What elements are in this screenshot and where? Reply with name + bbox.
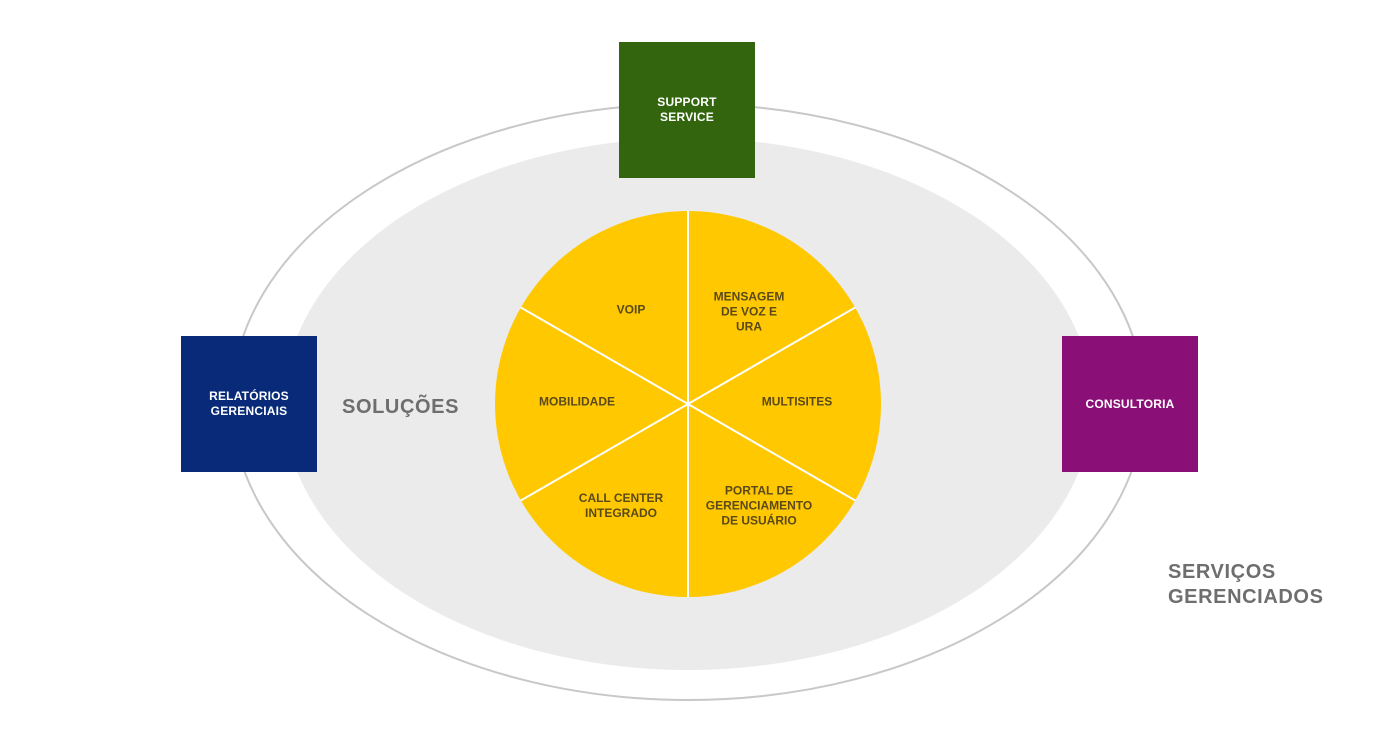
pie-segment-label-portal-de-gerenciamento: PORTAL DE GERENCIAMENTO DE USUÁRIO — [705, 483, 813, 528]
pie-segment-label-mobilidade: MOBILIDADE — [539, 394, 615, 409]
pie-dividers — [520, 211, 856, 597]
consultoria-label: CONSULTORIA — [1085, 396, 1175, 411]
consultoria-box: CONSULTORIA — [1062, 336, 1198, 472]
pie-divider-line — [687, 403, 856, 502]
pie-segment-label-mensagem-de-voz-e-ura: MENSAGEM DE VOZ E URA — [713, 289, 785, 334]
pie-divider-line — [520, 403, 689, 502]
pie-divider-line — [687, 306, 856, 405]
relatorios-gerenciais-box: RELATÓRIOS GERENCIAIS — [181, 336, 317, 472]
pie-segment-label-multisites: MULTISITES — [761, 394, 833, 409]
support-service-box: SUPPORT SERVICE — [619, 42, 755, 178]
pie-divider-line — [520, 306, 689, 405]
pie-segment-label-voip: VOIP — [616, 302, 646, 317]
support-service-label: SUPPORT SERVICE — [657, 95, 717, 124]
solucoes-label: SOLUÇÕES — [342, 396, 460, 418]
servicos-gerenciados-label: SERVIÇOS GERENCIADOS — [1168, 561, 1324, 608]
pie-segment-label-call-center-integrado: CALL CENTER INTEGRADO — [578, 491, 664, 520]
relatorios-gerenciais-label: RELATÓRIOS GERENCIAIS — [209, 389, 289, 418]
